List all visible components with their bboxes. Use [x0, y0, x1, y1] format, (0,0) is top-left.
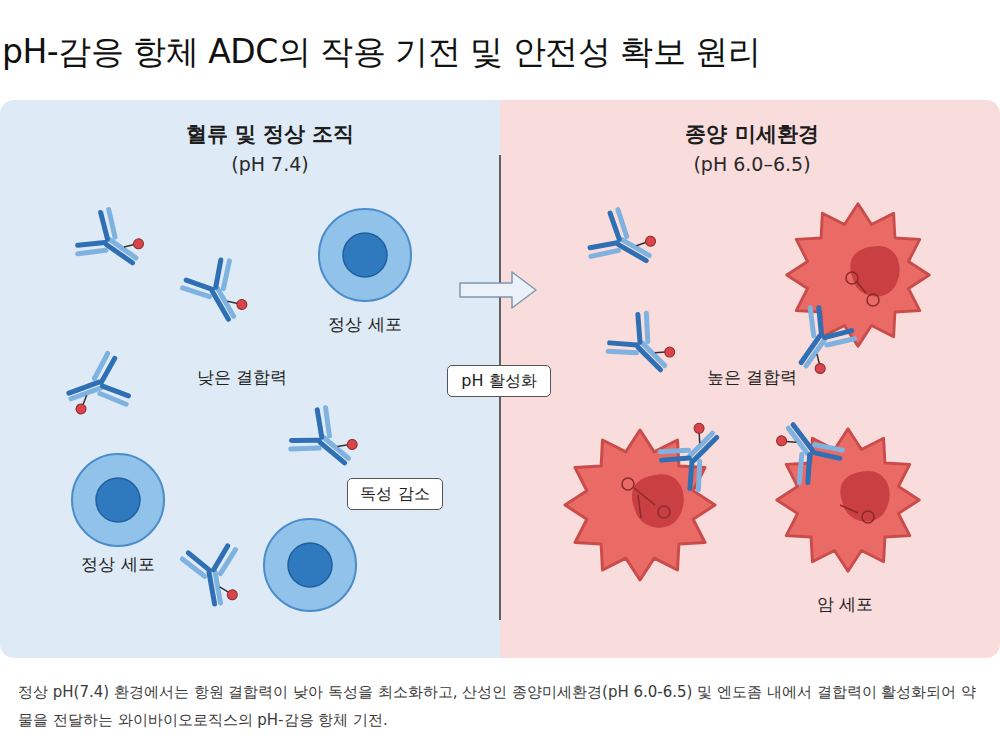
note-box: pH 활성화	[447, 365, 551, 397]
cell-label: 높은 결합력	[662, 366, 842, 389]
cell-label: 낮은 결합력	[152, 366, 332, 389]
box-label: pH 활성화	[461, 371, 536, 392]
cell-label: 정상 세포	[28, 553, 208, 576]
panel-heading: 종양 미세환경	[592, 120, 912, 148]
cell-label: 정상 세포	[275, 313, 455, 336]
box-label: 독성 감소	[360, 484, 429, 505]
panel-subheading: (pH 7.4)	[110, 153, 430, 175]
cell-label: 암 세포	[755, 593, 935, 616]
panel-subheading: (pH 6.0–6.5)	[592, 153, 912, 175]
note-box: 독성 감소	[347, 478, 443, 510]
diagram-title: pH-감응 항체 ADC의 작용 기전 및 안전성 확보 원리	[2, 30, 760, 75]
figure-caption: 정상 pH(7.4) 환경에서는 항원 결합력이 낮아 독성을 최소화하고, 산…	[18, 678, 986, 734]
panel-heading: 혈류 및 정상 조직	[110, 120, 430, 148]
